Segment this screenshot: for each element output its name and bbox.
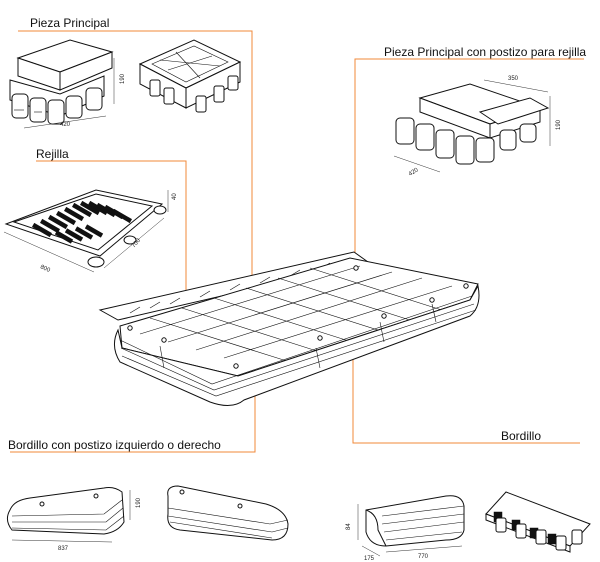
dim-postizo-height: 190 xyxy=(556,119,562,130)
pieza-principal-drawing: 190 420 xyxy=(9,39,242,129)
dim-pieza-principal-width: 420 xyxy=(60,122,71,128)
bordillo-postizo-drawing: 837 190 xyxy=(6,485,289,552)
dim-rejilla-height: 40 xyxy=(172,193,178,200)
dim-bordillo-height: 84 xyxy=(346,523,352,530)
dim-rejilla-width: 800 xyxy=(39,264,51,274)
dim-bordillo-depth: 175 xyxy=(364,556,375,562)
dim-bordillo-length: 770 xyxy=(418,554,429,560)
label-pieza-principal-postizo: Pieza Principal con postizo para rejilla xyxy=(384,45,587,59)
leader-pieza-postizo xyxy=(354,58,584,270)
leader-bordillo-postizo xyxy=(10,385,256,453)
dim-rejilla-depth: 700 xyxy=(131,237,142,249)
label-pieza-principal: Pieza Principal xyxy=(30,16,110,30)
leader-bordillo xyxy=(352,335,580,444)
pieza-postizo-drawing: 350 190 420 xyxy=(393,76,562,178)
dim-postizo-width: 420 xyxy=(408,167,420,178)
dim-postizo-top: 350 xyxy=(508,76,519,82)
bordillo-drawing: 84 175 770 xyxy=(346,491,591,562)
label-bordillo-postizo: Bordillo con postizo izquierdo o derecho xyxy=(8,438,221,452)
leader-pieza-principal xyxy=(18,30,253,320)
dim-bordillo-postizo-length: 837 xyxy=(58,546,69,552)
dim-bordillo-postizo-height: 190 xyxy=(136,497,142,508)
dim-pieza-principal-height: 190 xyxy=(120,73,126,84)
leader-rejilla xyxy=(36,160,187,292)
rejilla-drawing: 800 700 40 xyxy=(3,189,178,274)
main-assembly-drawing xyxy=(98,251,480,406)
label-bordillo: Bordillo xyxy=(501,429,542,443)
label-rejilla: Rejilla xyxy=(36,147,69,161)
